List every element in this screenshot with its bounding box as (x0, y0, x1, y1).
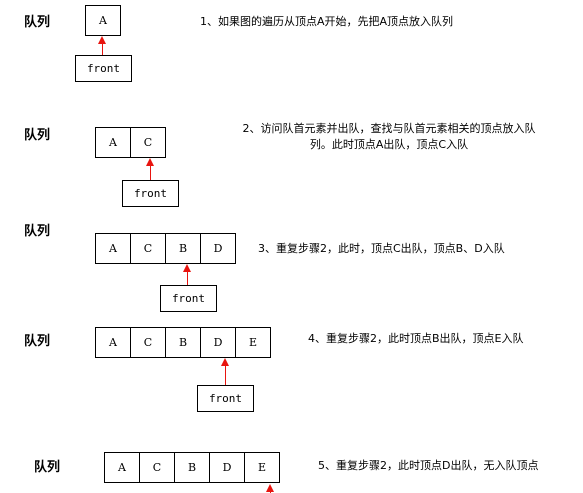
queue-cell: D (200, 327, 236, 358)
queue-cell: D (209, 452, 245, 483)
queue-label-3: 队列 (24, 224, 51, 239)
queue-label-4: 队列 (24, 334, 51, 349)
front-pointer-arrow-3 (183, 264, 192, 285)
queue-cell: A (95, 127, 131, 158)
queue-cell: B (165, 327, 201, 358)
queue-cell: B (174, 452, 210, 483)
step-description-2-line-1: 2、访问队首元素并出队，查找与队首元素相关的顶点放入队 (242, 122, 536, 135)
queue-cell: A (95, 327, 131, 358)
step-description-1: 1、如果图的遍历从顶点A开始，先把A顶点放入队列 (200, 15, 454, 28)
queue-cell: A (95, 233, 131, 264)
queue-cell: D (200, 233, 236, 264)
front-pointer-arrow-1 (98, 36, 107, 55)
queue-2: A C (95, 127, 166, 158)
queue-cell: E (244, 452, 280, 483)
queue-cell: A (104, 452, 140, 483)
front-pointer-arrow-5 (266, 484, 275, 493)
queue-cell: C (139, 452, 175, 483)
queue-5: A C B D E (104, 452, 280, 483)
queue-cell: C (130, 327, 166, 358)
front-pointer-box-2: front (122, 180, 179, 207)
queue-label-2: 队列 (24, 128, 51, 143)
front-pointer-arrow-4 (221, 358, 230, 385)
queue-1: A (85, 5, 121, 36)
queue-label-5: 队列 (34, 460, 61, 475)
queue-cell: E (235, 327, 271, 358)
front-pointer-box-4: front (197, 385, 254, 412)
queue-4: A C B D E (95, 327, 271, 358)
step-description-4: 4、重复步骤2，此时顶点B出队，顶点E入队 (308, 332, 524, 345)
step-description-2: 2、访问队首元素并出队，查找与队首元素相关的顶点放入队 列。此时顶点A出队，顶点… (200, 121, 578, 153)
step-description-3: 3、重复步骤2，此时，顶点C出队，顶点B、D入队 (258, 242, 505, 255)
front-pointer-arrow-2 (146, 158, 155, 180)
front-pointer-box-3: front (160, 285, 217, 312)
step-description-2-line-2: 列。此时顶点A出队，顶点C入队 (309, 138, 469, 151)
front-pointer-box-1: front (75, 55, 132, 82)
queue-cell: C (130, 127, 166, 158)
queue-cell: B (165, 233, 201, 264)
queue-cell: C (130, 233, 166, 264)
step-description-5: 5、重复步骤2，此时顶点D出队，无入队顶点 (318, 459, 539, 472)
queue-cell: A (85, 5, 121, 36)
queue-label-1: 队列 (24, 15, 51, 30)
queue-3: A C B D (95, 233, 236, 264)
